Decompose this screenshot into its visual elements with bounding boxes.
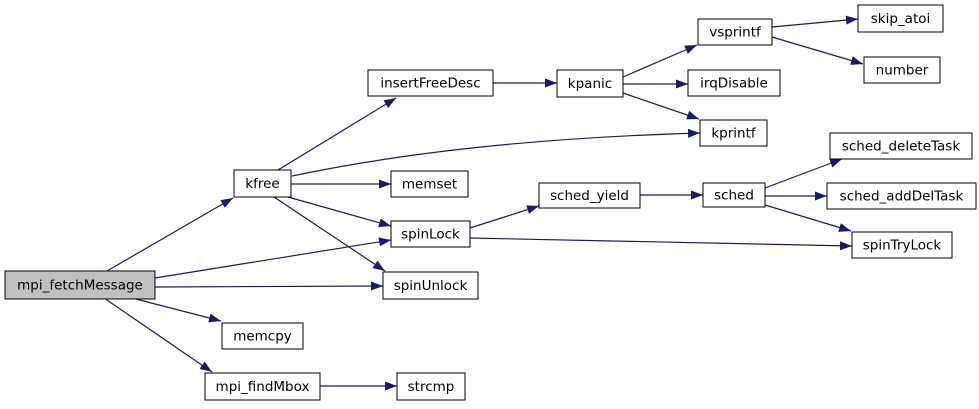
node-label: mpi_fetchMessage [17, 278, 143, 294]
node-label: spinLock [401, 227, 460, 243]
node-irqDisable[interactable]: irqDisable [687, 69, 781, 97]
node-label: sched_yield [550, 188, 629, 204]
node-box [687, 69, 781, 97]
edges-layer [103, 15, 864, 391]
node-box [204, 372, 321, 401]
node-box [702, 182, 766, 208]
edge-mpi_fetchMessage-memcpy [131, 297, 222, 323]
edge-kfree-spinUnlock [273, 196, 386, 272]
node-sched[interactable]: sched [702, 182, 766, 208]
edge-spinLock-spinTryLock [469, 237, 853, 251]
node-label: strcmp [408, 379, 455, 395]
node-box [697, 18, 773, 46]
edge-kfree-kprintf [291, 128, 701, 177]
node-label: vsprintf [709, 25, 762, 41]
node-box [367, 69, 494, 97]
node-box [826, 182, 977, 210]
node-box [863, 56, 941, 84]
node-label: kprintf [711, 126, 757, 142]
node-label: spinTryLock [863, 238, 942, 254]
edge-sched-spinTryLock [764, 204, 852, 232]
node-spinTryLock[interactable]: spinTryLock [851, 231, 953, 259]
node-box [857, 4, 944, 33]
node-box [382, 271, 479, 300]
edge-mpi_fetchMessage-spinLock [154, 237, 392, 279]
node-box [221, 322, 304, 350]
node-skip_atoi[interactable]: skip_atoi [857, 4, 944, 33]
node-sched_yield[interactable]: sched_yield [538, 182, 641, 209]
node-sched_deleteTask[interactable]: sched_deleteTask [829, 132, 973, 160]
node-box [699, 119, 768, 147]
node-box [4, 270, 156, 300]
edge-kfree-spinLock [287, 196, 392, 228]
node-sched_addDelTask[interactable]: sched_addDelTask [826, 182, 977, 210]
edge-sched-sched_deleteTask [764, 158, 843, 189]
node-label: spinUnlock [394, 278, 468, 294]
node-box [538, 182, 641, 209]
edge-mpi_fetchMessage-spinUnlock [154, 281, 384, 291]
node-label: memcpy [233, 329, 292, 345]
node-label: skip_atoi [871, 11, 931, 27]
node-label: mpi_findMbox [216, 379, 310, 395]
node-mpi_fetchMessage: mpi_fetchMessage [4, 270, 156, 300]
node-box [396, 372, 466, 401]
node-insertFreeDesc[interactable]: insertFreeDesc [367, 69, 494, 97]
edge-kpanic-kprintf [622, 92, 700, 120]
nodes-layer: mpi_fetchMessage kfree insertFreeDesc me… [4, 4, 977, 401]
node-strcmp[interactable]: strcmp [396, 372, 466, 401]
edge-mpi_fetchMessage-kfree [106, 197, 234, 272]
node-box [851, 231, 953, 259]
node-mpi_findMbox[interactable]: mpi_findMbox [204, 372, 321, 401]
edge-kpanic-vsprintf [622, 44, 698, 78]
node-number[interactable]: number [863, 56, 941, 84]
node-label: sched_addDelTask [840, 189, 964, 205]
node-box [829, 132, 973, 160]
node-memcpy[interactable]: memcpy [221, 322, 304, 350]
edge-vsprintf-number [771, 36, 864, 65]
node-kprintf[interactable]: kprintf [699, 119, 768, 147]
node-label: irqDisable [700, 76, 768, 92]
edge-kfree-insertFreeDesc [277, 97, 397, 171]
node-label: number [876, 63, 929, 79]
node-box [233, 169, 292, 198]
node-label: memset [402, 177, 457, 193]
edge-spinLock-sched_yield [469, 205, 540, 229]
node-label: sched_deleteTask [842, 139, 960, 155]
node-spinLock[interactable]: spinLock [390, 220, 471, 248]
edge-vsprintf-skip_atoi [771, 15, 859, 28]
node-box [390, 220, 471, 248]
node-kfree[interactable]: kfree [233, 169, 292, 198]
node-box [390, 170, 469, 198]
node-kpanic[interactable]: kpanic [556, 69, 624, 98]
node-vsprintf[interactable]: vsprintf [697, 18, 773, 46]
node-spinUnlock[interactable]: spinUnlock [382, 271, 479, 300]
node-label: kpanic [568, 76, 612, 92]
node-label: insertFreeDesc [380, 76, 480, 92]
edge-mpi_fetchMessage-mpi_findMbox [103, 297, 213, 373]
node-memset[interactable]: memset [390, 170, 469, 198]
node-label: kfree [245, 176, 279, 192]
node-label: sched [714, 188, 754, 204]
node-box [556, 69, 624, 98]
